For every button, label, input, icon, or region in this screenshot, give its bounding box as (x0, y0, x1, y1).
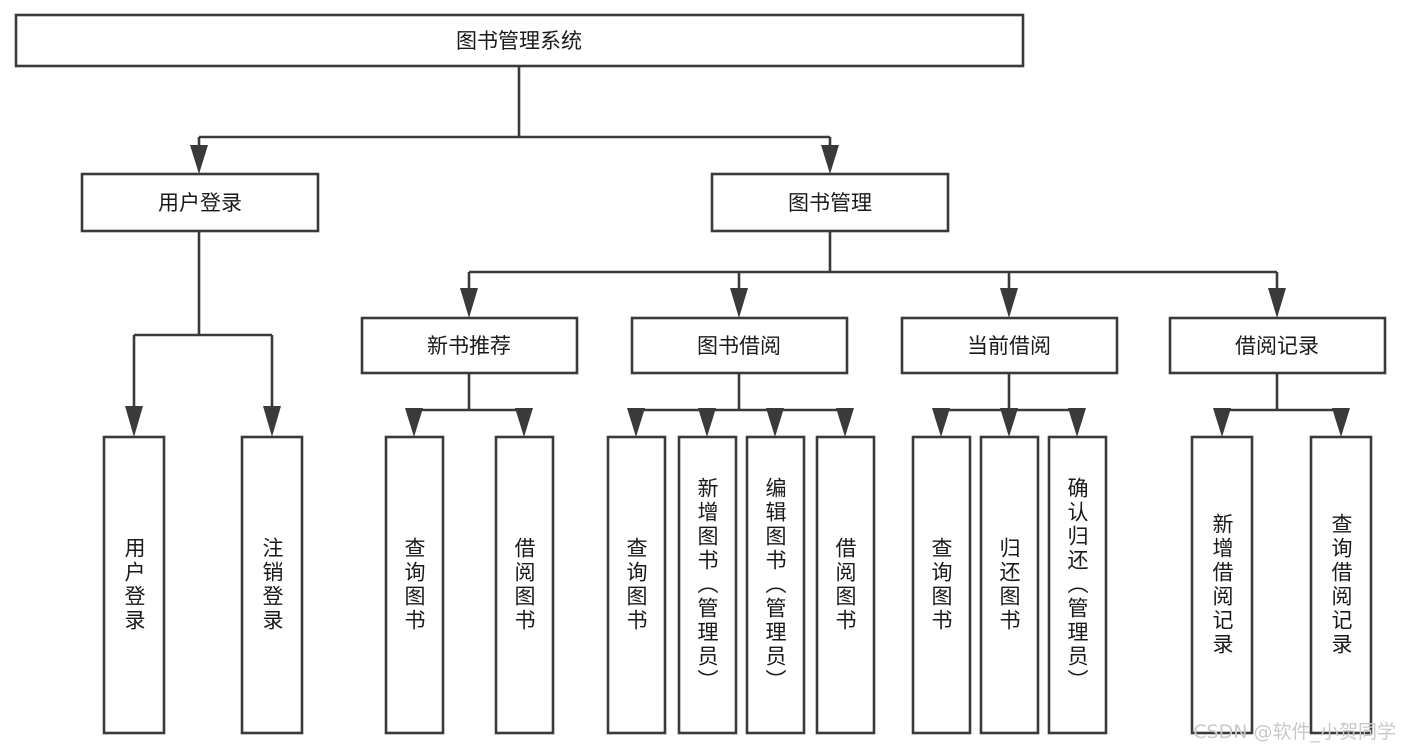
node-new-book-recommend[interactable]: 新书推荐 (360, 316, 579, 375)
book-borrow-node-label: 图书借阅 (697, 334, 781, 358)
current-borrow-node-box[interactable] (900, 316, 1119, 375)
arrowhead-cb-leaf-1 (932, 408, 950, 437)
leaf-node-cb-confirm-return[interactable]: 确认归还（管理员） (1047, 435, 1108, 735)
leaf-label-bb-borrow-book: 借阅图书 (833, 537, 857, 633)
leaf-label-bb-add-book: 新增图书（管理员） (695, 477, 719, 693)
leaf-label-bb-query-book: 查询图书 (624, 537, 648, 633)
arrowhead-bb-leaf-3 (766, 408, 784, 437)
leaf-box-nbr-query-book[interactable] (384, 435, 445, 735)
borrow-record-node-box[interactable] (1168, 316, 1387, 375)
csdn-watermark: CSDN @软件_小贺同学 (1193, 721, 1396, 743)
leaf-box-br-add-record[interactable] (1190, 435, 1254, 735)
node-book-management[interactable]: 图书管理 (710, 172, 950, 233)
root-node-box[interactable] (14, 13, 1025, 68)
leaf-box-cb-return-book[interactable] (979, 435, 1040, 735)
arrowhead-bb-leaf-2 (698, 408, 716, 437)
book-borrow-node-box[interactable] (630, 316, 849, 375)
leaf-box-cb-confirm-return[interactable] (1047, 435, 1108, 735)
leaf-label-cb-return-book: 归还图书 (997, 537, 1021, 633)
new-book-recommend-node-box[interactable] (360, 316, 579, 375)
node-borrow-record[interactable]: 借阅记录 (1168, 316, 1387, 375)
leaf-node-nbr-query-book[interactable]: 查询图书 (384, 435, 445, 735)
arrowhead-borrow-record (1268, 288, 1286, 318)
leaf-box-bb-query-book[interactable] (606, 435, 667, 735)
leaf-box-nbr-borrow-book[interactable] (494, 435, 555, 735)
arrowhead-br-leaf-1 (1213, 408, 1231, 437)
leaf-box-bb-edit-book[interactable] (745, 435, 806, 735)
leaf-label-user-login-action: 用户登录 (122, 537, 146, 633)
leaf-label-bb-edit-book: 编辑图书（管理员） (763, 477, 787, 693)
leaf-node-cb-return-book[interactable]: 归还图书 (979, 435, 1040, 735)
current-borrow-node-label: 当前借阅 (967, 334, 1051, 358)
arrowhead-bb-leaf-4 (836, 408, 854, 437)
arrowhead-cb-leaf-2 (1000, 408, 1018, 437)
arrowhead-new-book-recommend (460, 288, 478, 318)
leaf-node-cb-query-book[interactable]: 查询图书 (911, 435, 972, 735)
leaf-node-nbr-borrow-book[interactable]: 借阅图书 (494, 435, 555, 735)
leaf-node-bb-add-book[interactable]: 新增图书（管理员） (677, 435, 738, 735)
node-book-borrow[interactable]: 图书借阅 (630, 316, 849, 375)
arrowhead-nbr-leaf-1 (405, 408, 423, 437)
leaf-box-bb-borrow-book[interactable] (815, 435, 876, 735)
leaf-node-bb-borrow-book[interactable]: 借阅图书 (815, 435, 876, 735)
leaf-label-logout: 注销登录 (260, 537, 284, 633)
leaf-box-cb-query-book[interactable] (911, 435, 972, 735)
leaf-box-bb-add-book[interactable] (677, 435, 738, 735)
new-book-recommend-node-label: 新书推荐 (427, 334, 511, 358)
leaf-node-br-query-record[interactable]: 查询借阅记录 (1309, 435, 1373, 735)
leaf-box-logout[interactable] (240, 435, 304, 735)
arrowhead-nbr-leaf-2 (515, 408, 533, 437)
borrow-record-node-label: 借阅记录 (1235, 334, 1319, 358)
book-management-node-box[interactable] (710, 172, 950, 233)
leaf-label-cb-confirm-return: 确认归还（管理员） (1065, 477, 1089, 693)
leaf-label-cb-query-book: 查询图书 (929, 537, 953, 633)
leaf-node-bb-query-book[interactable]: 查询图书 (606, 435, 667, 735)
arrowhead-book-manage (821, 145, 839, 174)
leaf-node-logout[interactable]: 注销登录 (240, 435, 304, 735)
arrowhead-cb-leaf-3 (1068, 408, 1086, 437)
leaf-node-br-add-record[interactable]: 新增借阅记录 (1190, 435, 1254, 735)
leaf-label-br-query-record: 查询借阅记录 (1329, 513, 1353, 657)
user-login-node-box[interactable] (80, 172, 320, 233)
node-current-borrow[interactable]: 当前借阅 (900, 316, 1119, 375)
leaf-label-nbr-borrow-book: 借阅图书 (512, 537, 536, 633)
arrowhead-br-leaf-2 (1332, 408, 1350, 437)
leaf-box-br-query-record[interactable] (1309, 435, 1373, 735)
leaf-node-user-login-action[interactable]: 用户登录 (102, 435, 166, 735)
arrowhead-user-login (190, 145, 208, 174)
arrowhead-book-borrow (730, 288, 748, 318)
leaf-box-user-login-action[interactable] (102, 435, 166, 735)
arrowhead-leaf-logout (263, 406, 281, 437)
user-login-node-label: 用户登录 (158, 191, 242, 215)
connector-layer (125, 66, 1350, 437)
arrowhead-current-borrow (1000, 288, 1018, 318)
root-node-label: 图书管理系统 (456, 29, 582, 53)
leaf-label-br-add-record: 新增借阅记录 (1210, 513, 1234, 657)
leaf-node-bb-edit-book[interactable]: 编辑图书（管理员） (745, 435, 806, 735)
arrowhead-leaf-user-login (125, 406, 143, 437)
node-user-login[interactable]: 用户登录 (80, 172, 320, 233)
arrowhead-bb-leaf-1 (627, 408, 645, 437)
node-root-system[interactable]: 图书管理系统 (14, 13, 1025, 68)
book-management-node-label: 图书管理 (788, 191, 872, 215)
leaf-label-nbr-query-book: 查询图书 (402, 537, 426, 633)
